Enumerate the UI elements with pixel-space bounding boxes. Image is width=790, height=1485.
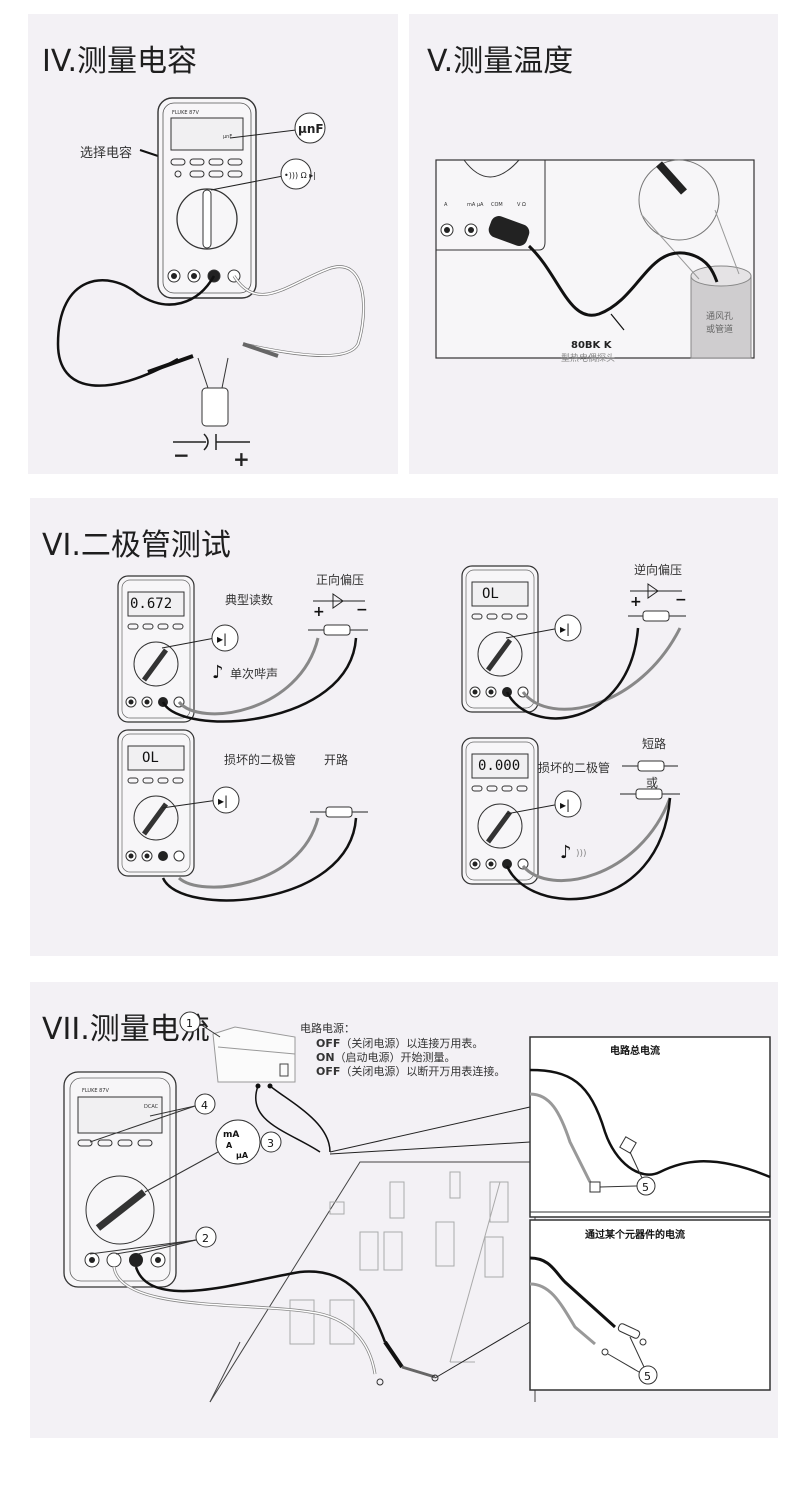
svg-text:2: 2	[202, 1232, 209, 1245]
range-callout	[215, 1119, 261, 1165]
step-1-text: （关闭电源）以连接万用表。	[340, 1037, 484, 1050]
step-3-state: OFF	[316, 1065, 341, 1078]
power-supply	[212, 1026, 296, 1089]
black-probe	[147, 354, 194, 374]
multimeter-illustration: FLUKE 87V μnF	[157, 97, 257, 299]
step-3: OFF（关闭电源）以断开万用表连接。	[316, 1063, 505, 1079]
step-1-state: OFF	[316, 1037, 341, 1050]
diode-case-open: OL ▸| 损坏的二极管 开路	[118, 730, 368, 902]
component-current-box	[529, 1219, 771, 1391]
svg-text:损坏的二极管: 损坏的二极管	[224, 752, 296, 767]
svg-text:♪: ♪	[560, 842, 572, 863]
svg-text:短路: 短路	[642, 736, 666, 751]
svg-text:单次哔声: 单次哔声	[230, 667, 278, 681]
lcd-reading: 0.672	[130, 596, 172, 612]
svg-text:▸|: ▸|	[217, 632, 227, 646]
temperature-title: V.测量温度	[427, 44, 574, 79]
probe-model-label: 80BK K	[571, 340, 613, 351]
callout-2	[195, 1226, 217, 1248]
diode-case-forward: 0.672 ▸| 典型读数 ♪ 单次哔声 正向偏压 + −	[118, 572, 368, 722]
callout-1	[179, 1011, 201, 1033]
probe-desc-label: 型热电偶探头	[561, 352, 615, 364]
svg-text:V Ω: V Ω	[517, 202, 526, 208]
svg-text:A: A	[444, 202, 448, 208]
svg-text:DCAC: DCAC	[144, 1104, 159, 1110]
step-3-text: （关闭电源）以断开万用表连接。	[340, 1065, 506, 1078]
svg-text:▸|: ▸|	[560, 622, 570, 636]
lcd-reading: 0.000	[478, 758, 520, 774]
display-unit: μnF	[223, 134, 232, 140]
step-1: OFF（关闭电源）以连接万用表。	[316, 1035, 483, 1051]
board-components	[289, 1171, 509, 1363]
svg-text:1: 1	[186, 1017, 193, 1030]
svg-text:•))) Ω ▸|: •))) Ω ▸|	[284, 171, 316, 180]
svg-text:mA μA: mA μA	[467, 202, 484, 208]
diode-title: VI.二极管测试	[42, 528, 231, 563]
temperature-panel: V.测量温度 A mA μA COM V Ω 80BK K 型热电偶探头 通风孔…	[409, 14, 778, 474]
svg-text:COM: COM	[491, 202, 503, 208]
unit-callout	[294, 112, 326, 144]
capacitance-title: IV.测量电容	[42, 44, 198, 79]
capacitor-illustration	[197, 357, 229, 427]
diode-case-reverse: OL ▸| 逆向偏压 + −	[462, 562, 687, 720]
svg-text:5: 5	[642, 1181, 649, 1194]
capacitance-panel: IV.测量电容 选择电容 FLUKE 87V μnF	[28, 14, 398, 474]
svg-text:损坏的二极管: 损坏的二极管	[538, 760, 610, 775]
duct-label-2: 或管道	[706, 323, 733, 335]
svg-text:逆向偏压: 逆向偏压	[634, 562, 682, 577]
svg-text:+: +	[630, 594, 642, 610]
diode-panel: VI.二极管测试 0.672	[30, 498, 778, 956]
total-current-label: 电路总电流	[610, 1044, 660, 1057]
svg-text:5: 5	[644, 1370, 651, 1383]
component-current-label: 通过某个元器件的电流	[585, 1228, 685, 1241]
svg-text:或: 或	[646, 776, 658, 790]
step-2-state: ON	[316, 1051, 335, 1064]
lcd-reading: OL	[142, 750, 159, 766]
svg-text:▸|: ▸|	[560, 798, 570, 812]
svg-text:mA: mA	[223, 1130, 239, 1140]
svg-text:−: −	[356, 602, 368, 618]
svg-text:正向偏压: 正向偏压	[316, 572, 364, 587]
svg-text:3: 3	[267, 1137, 274, 1150]
callout-4	[194, 1093, 216, 1115]
svg-text:μnF: μnF	[298, 122, 324, 136]
select-capacitance-label: 选择电容	[80, 146, 133, 161]
svg-text:−: −	[675, 592, 687, 608]
svg-text:4: 4	[201, 1099, 208, 1112]
red-probe	[242, 342, 279, 358]
svg-text:−: −	[173, 443, 190, 467]
callout-5b	[638, 1365, 658, 1385]
svg-text:+: +	[233, 447, 250, 471]
svg-text:▸|: ▸|	[218, 794, 228, 808]
thermocouple-cable	[527, 244, 719, 317]
duct-label-1: 通风孔	[706, 311, 733, 322]
meter-brand: FLUKE 87V	[172, 110, 199, 116]
duct	[690, 275, 752, 359]
current-panel: VII.测量电流 电路电源： OFF（关闭电源）以连接万用表。 ON（启动电源）…	[30, 982, 778, 1438]
temperature-illustration: A mA μA COM V Ω 80BK K 型热电偶探头 通风孔 或管道	[435, 159, 755, 364]
svg-text:))): )))	[576, 849, 587, 859]
svg-text:典型读数: 典型读数	[225, 592, 273, 607]
callout-3	[260, 1131, 282, 1153]
diode-case-short: 0.000 ▸| 损坏的二极管 短路 或 ♪ )))	[462, 736, 680, 901]
svg-text:FLUKE 87V: FLUKE 87V	[82, 1088, 109, 1094]
multimeter-illustration: FLUKE 87V DCAC	[63, 1071, 177, 1288]
power-heading: 电路电源：	[300, 1022, 355, 1035]
current-illustration: 1 FLUKE 87V DCAC 4 mA A μA	[63, 1011, 771, 1403]
lcd-reading: OL	[482, 586, 499, 602]
capacitor-symbol: − +	[173, 433, 250, 471]
svg-text:μA: μA	[236, 1151, 249, 1160]
diode-illustration: 0.672 ▸| 典型读数 ♪ 单次哔声 正向偏压 + − OL ▸| 逆向偏压	[30, 562, 687, 902]
svg-text:开路: 开路	[324, 752, 348, 767]
function-callout	[280, 158, 312, 190]
capacitance-illustration: FLUKE 87V μnF μnF •))) Ω ▸|	[56, 97, 366, 471]
svg-text:♪: ♪	[212, 662, 224, 683]
svg-text:A: A	[226, 1141, 233, 1150]
thermocouple-plug	[488, 216, 530, 246]
magnifier-circle	[638, 159, 720, 241]
black-test-lead	[56, 275, 216, 387]
svg-text:+: +	[313, 604, 325, 620]
step-2: ON（启动电源）开始测量。	[316, 1049, 456, 1065]
step-2-text: （启动电源）开始测量。	[334, 1051, 456, 1064]
